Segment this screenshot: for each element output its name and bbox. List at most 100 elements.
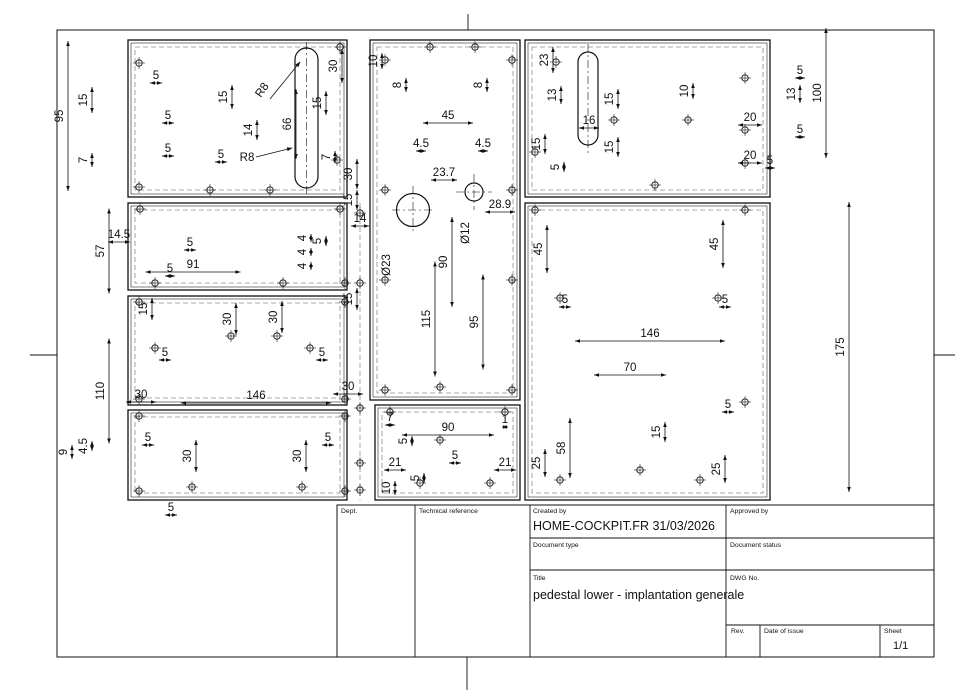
hole-marker [739,396,751,408]
dimension-annotation: 57 [95,208,111,294]
dimension-text: 28.9 [489,199,511,211]
dimension-text: 14 [354,213,367,225]
dimension-text: 10 [381,482,393,495]
dimension-text: 15 [138,303,150,316]
hole-marker [694,474,706,486]
dimension-text: 45 [533,243,545,256]
dimension-text: 5 [550,164,562,170]
dwg-no-label: DWG No. [730,575,759,582]
hole-marker [554,292,566,304]
dimension-annotation: 95 [54,41,70,191]
dimension-text: 21 [499,457,512,469]
dimension-annotation: 95 [469,274,485,370]
dimension-annotation: 5 [398,436,414,446]
rev-label: Rev. [731,628,745,635]
dimension-annotation: 5 [184,237,196,252]
hole-marker [424,41,436,53]
hole-marker [554,474,566,486]
dimension-annotation: 5 [795,65,805,80]
dimension-text: 5 [410,475,422,481]
dimension-annotation: 146 [575,328,725,343]
dimension-annotation: 5 [449,450,461,465]
dimension-annotation: 8 [392,78,408,92]
hole-marker [499,406,511,418]
hole-marker [712,292,724,304]
dimension-annotation: 5 [312,236,328,246]
hole-marker [133,296,145,308]
dimension-text: 175 [835,337,847,356]
dimension-annotation: 15 [78,87,94,113]
dimension-text: 20 [744,150,757,162]
dimension-text: 15 [604,93,616,106]
sheet-label: Sheet [884,628,902,635]
dimension-annotation: 14.5 [108,229,130,244]
dimension-text: 14 [243,123,255,136]
dimension-annotation: 4.5 [413,138,429,153]
hole-marker [434,381,446,393]
dimension-text: 115 [421,310,433,328]
dimension-text: 25 [711,463,723,476]
dimension-annotation: 70 [594,362,666,377]
dimension-text: 16 [583,115,596,127]
hole-marker [506,384,518,396]
centerlines [306,42,589,234]
dimension-text: 8 [392,82,404,88]
hole-marker [354,277,366,289]
hole-marker [204,184,216,196]
dimension-annotation: 10 [679,83,695,99]
created-by-value: HOME-COCKPIT.FR 31/03/2026 [533,519,715,533]
hole-marker [379,184,391,196]
dimension-text: R8 [253,81,271,100]
hole-marker [682,114,694,126]
dimension-text: 5 [167,263,173,275]
dimension-text: 146 [246,390,265,402]
dimension-annotation: 23.7 [431,167,457,182]
dimension-text: 57 [95,245,107,258]
dimension-annotation: 110 [95,338,111,444]
dimension-text: Ø23 [381,254,393,276]
hole-marker [434,434,446,446]
dimension-text: 90 [438,256,450,269]
hole-marker [379,274,391,286]
dimension-text: 7 [321,154,333,160]
hole-marker [334,41,346,53]
dimension-text: 5 [187,237,193,249]
created-by-label: Created by [533,508,567,515]
dimension-text: 5 [319,347,325,359]
hole-marker [384,406,396,418]
dimension-annotation: 30 [182,440,198,472]
dimension-annotation: 5 [795,124,805,139]
dimension-text: 13 [786,88,798,101]
dimension-annotation: 4 [297,234,313,242]
dimension-annotation: 30 [328,49,344,83]
panel-outlines [127,39,771,501]
hole-marker [271,330,283,342]
dimension-annotation: Ø12 [460,222,472,244]
dimension-text: 4.5 [413,138,429,150]
dimension-annotation: 15 [604,137,620,157]
dimension-text: 110 [95,382,107,400]
hole-marker [506,274,518,286]
dimension-annotation: 1 [502,414,508,429]
hole-marker [739,72,751,84]
hole-marker [225,330,237,342]
dimension-annotation: 4.5 [475,138,491,153]
dimension-annotation: 21 [384,457,406,472]
dimension-annotation: 5 [159,347,171,362]
dimension-annotation: 66 [282,89,298,159]
title-block: Dept. Technical reference Created by HOM… [336,504,935,658]
dimension-annotation: R8 [240,152,255,164]
dimension-annotation: 5 [719,294,731,309]
dimension-annotation: 10 [381,481,397,495]
hole-marker [133,57,145,69]
dimension-annotation: R8 [253,81,271,100]
dimension-text: 23.7 [433,167,455,179]
hole-marker [149,277,161,289]
hole-layer [133,41,751,497]
hole-marker [739,204,751,216]
hole-marker [264,184,276,196]
hole-marker [484,477,496,489]
hole-marker [550,56,562,68]
dimension-annotation: 4 [297,262,313,270]
